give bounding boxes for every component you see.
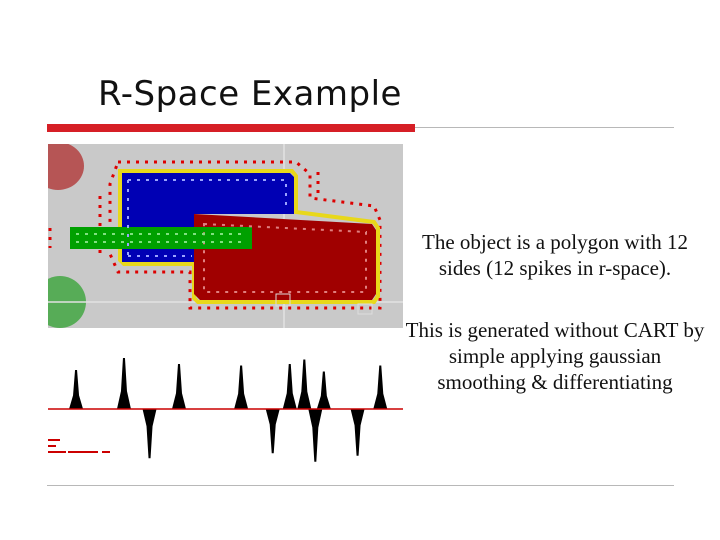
r-space-spike-12 bbox=[373, 365, 388, 409]
corner-red-blob bbox=[48, 144, 84, 190]
r-space-spike-10 bbox=[316, 371, 331, 409]
r-space-spike-5 bbox=[234, 365, 249, 409]
bottom-rule bbox=[47, 485, 674, 486]
title-accent-bar bbox=[47, 124, 415, 132]
title-underline bbox=[415, 127, 674, 128]
polygon-image-panel bbox=[48, 144, 403, 328]
marker-box bbox=[275, 293, 291, 307]
polygon-contour bbox=[118, 169, 380, 304]
r-space-spike-4 bbox=[171, 364, 186, 409]
dotted-outlines bbox=[48, 160, 382, 310]
green-bar bbox=[70, 227, 252, 249]
text-method-description: This is generated without CART by simple… bbox=[405, 318, 705, 394]
r-space-spike-9 bbox=[308, 409, 323, 462]
text-polygon-description: The object is a polygon with 12 sides (1… bbox=[422, 230, 688, 280]
inner-dots bbox=[127, 179, 287, 257]
r-space-figure bbox=[48, 144, 403, 479]
r-space-spike-6 bbox=[265, 409, 280, 454]
r-space-spike-3 bbox=[142, 409, 157, 459]
r-space-plot bbox=[48, 328, 403, 479]
plot-background bbox=[48, 328, 403, 479]
red-shape bbox=[194, 214, 376, 300]
r-space-spike-7 bbox=[282, 364, 297, 409]
r-space-spike-1 bbox=[69, 370, 84, 409]
slide-title: R-Space Example bbox=[98, 74, 402, 114]
marker-box-2 bbox=[357, 303, 373, 315]
r-space-spike-8 bbox=[297, 359, 312, 409]
spike-layer bbox=[69, 358, 388, 462]
r-space-spike-11 bbox=[350, 409, 365, 456]
inner-dots-red bbox=[203, 222, 367, 293]
r-space-spike-2 bbox=[116, 358, 131, 409]
inner-dots-green bbox=[76, 233, 246, 243]
plot-legend-marks bbox=[48, 439, 110, 453]
